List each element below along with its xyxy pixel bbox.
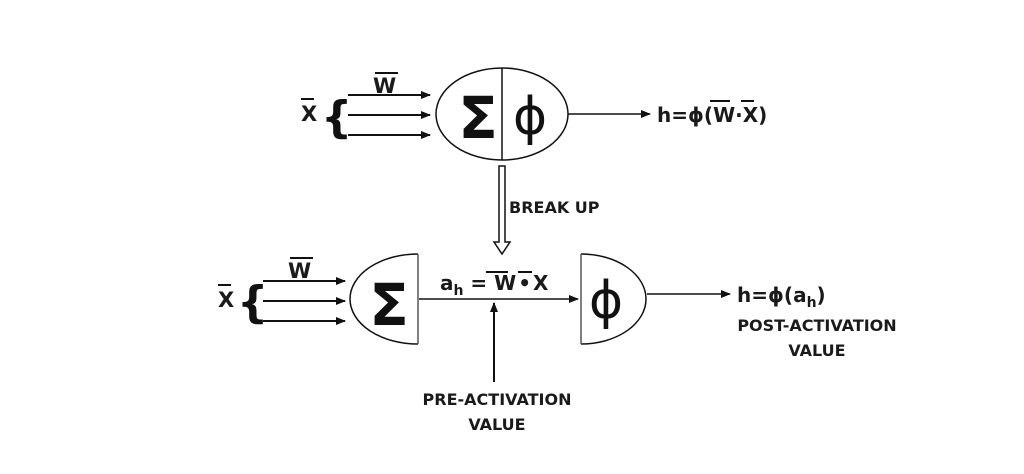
summation-half-ellipse	[349, 253, 419, 345]
bottom-activation-symbol: ϕ	[589, 271, 623, 331]
svg-text:X: X	[301, 102, 317, 126]
top-sum-symbol: Σ	[458, 84, 498, 152]
preactivation-formula: ah = W•X	[440, 271, 549, 299]
svg-text:X: X	[218, 288, 234, 312]
svg-text:ah = W•X: ah = W•X	[440, 271, 549, 299]
break-up-label: BREAK UP	[509, 198, 600, 217]
post-activation-label-line2: VALUE	[788, 341, 845, 360]
bottom-input-x-label: X	[218, 284, 234, 312]
top-output-label: h=ϕ(W·X)	[657, 100, 767, 127]
bottom-sum-symbol: Σ	[369, 271, 409, 339]
top-activation-symbol: ϕ	[513, 87, 547, 147]
bottom-input-brace: {	[237, 277, 268, 328]
activation-half-ellipse	[580, 253, 647, 345]
svg-text:h=ϕ(W·X): h=ϕ(W·X)	[657, 103, 767, 127]
break-up-arrow	[492, 165, 512, 256]
pre-activation-label-line2: VALUE	[468, 415, 525, 434]
top-input-x-label: X	[301, 98, 317, 126]
top-input-brace: {	[321, 92, 352, 143]
top-weight-label: W	[373, 72, 398, 98]
bottom-output-label: h=ϕ(ah)	[737, 283, 826, 311]
bottom-weight-label: W	[288, 257, 313, 283]
svg-text:W: W	[288, 259, 311, 283]
top-neuron: X { W Σ ϕ h=ϕ(W·X)	[301, 67, 767, 161]
post-activation-label-line1: POST-ACTIVATION	[737, 316, 896, 335]
svg-text:W: W	[373, 74, 396, 98]
pre-activation-label-line1: PRE-ACTIVATION	[423, 390, 572, 409]
bottom-neuron: X { W Σ ah = W•X ϕ h=ϕ(ah) POST	[218, 253, 897, 434]
